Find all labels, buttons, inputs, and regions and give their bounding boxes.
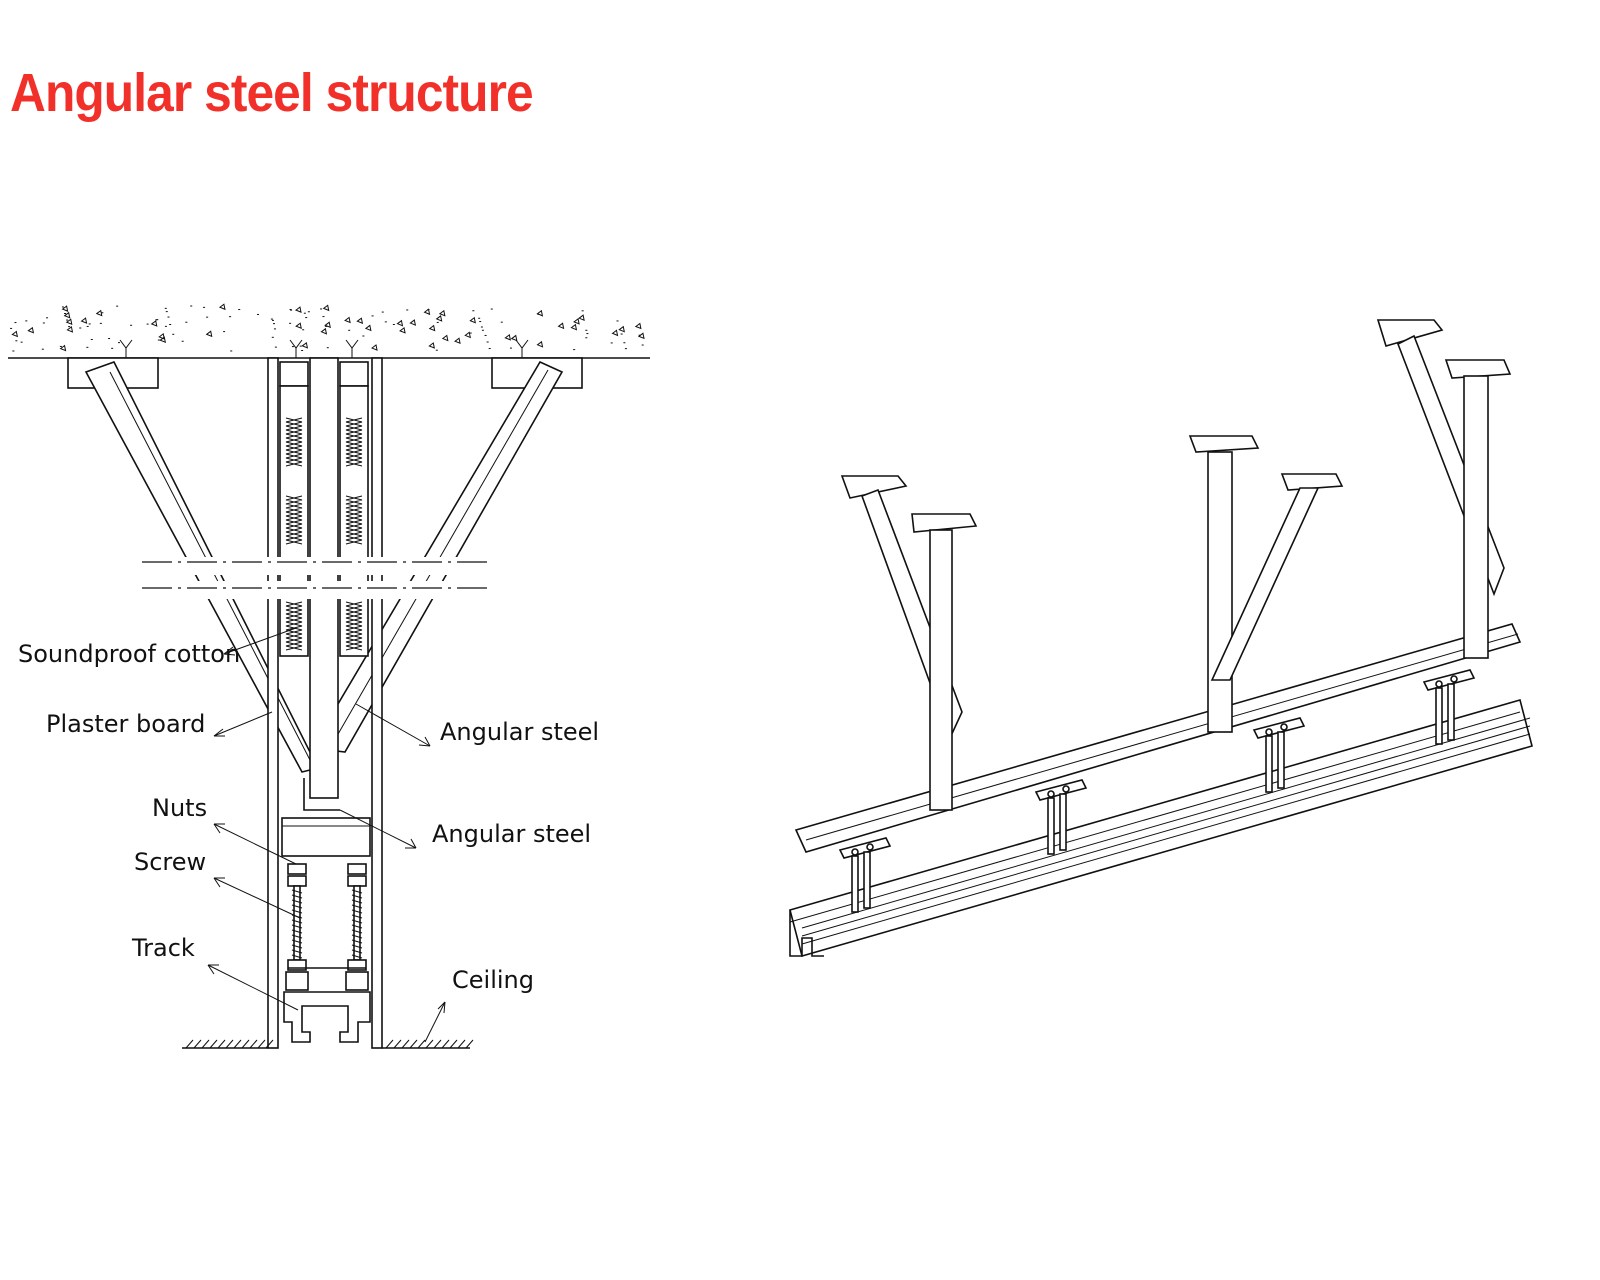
leader-arrows [207, 627, 446, 1043]
soundproof-cotton [285, 417, 363, 651]
bottom-angle-steel [281, 778, 371, 857]
nuts-and-screws [287, 863, 367, 971]
track [283, 971, 371, 1043]
concrete-slab [8, 303, 650, 359]
label-angular-steel-lower: Angular steel [432, 820, 592, 848]
label-nuts: Nuts [152, 794, 208, 822]
isometric-drawing [789, 319, 1533, 957]
plaster-board [267, 357, 383, 1049]
studs [279, 357, 369, 799]
label-soundproof-cotton: Soundproof cotton [18, 640, 241, 668]
label-screw: Screw [134, 848, 207, 876]
ceiling-line [182, 1039, 474, 1049]
break-line [142, 557, 492, 599]
label-plaster-board: Plaster board [46, 710, 206, 738]
page-title: Angular steel structure [10, 63, 534, 123]
label-track: Track [132, 934, 195, 962]
label-angular-steel-upper: Angular steel [440, 718, 600, 746]
anchor-bolts [119, 339, 529, 358]
label-ceiling: Ceiling [452, 966, 534, 994]
